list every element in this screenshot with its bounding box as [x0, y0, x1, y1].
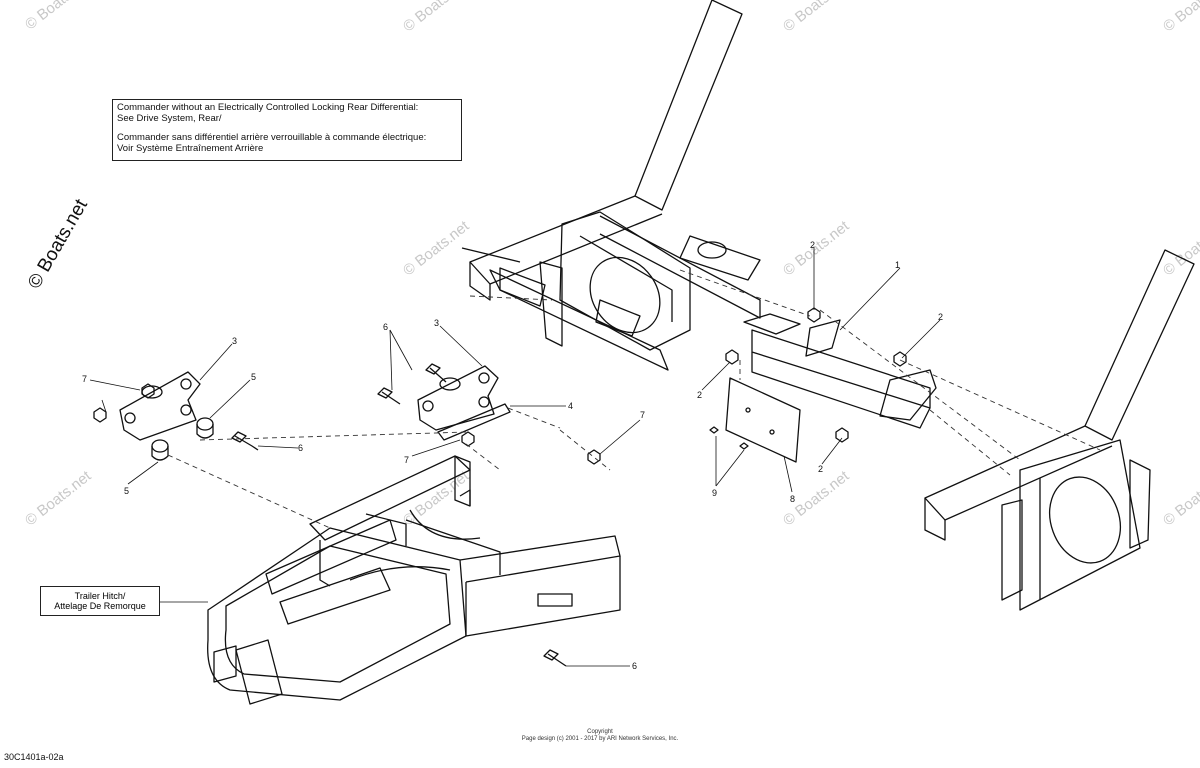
callout-9: 9: [712, 488, 718, 498]
spacer: [196, 417, 214, 439]
callout-6: 6: [632, 661, 638, 671]
cross-member: [743, 313, 937, 429]
callout-7: 7: [82, 374, 88, 384]
nut: [893, 351, 907, 367]
nut: [93, 407, 107, 423]
callout-6: 6: [298, 443, 304, 453]
callout-7: 7: [404, 455, 410, 465]
note-line: Commander without an Electrically Contro…: [117, 102, 419, 113]
diagram-reference-code: 30C1401a-02a: [4, 752, 64, 762]
bolt: [543, 649, 567, 667]
note-line: Commander sans différentiel arrière verr…: [117, 132, 427, 143]
bolt: [377, 387, 401, 405]
hitch-label-line: Attelage De Remorque: [54, 601, 146, 611]
nut: [587, 449, 601, 465]
spacer: [151, 439, 169, 461]
nut: [807, 307, 821, 323]
callout-2: 2: [697, 390, 703, 400]
bolt: [739, 442, 749, 450]
callout-3: 3: [232, 336, 238, 346]
strap: [437, 403, 511, 441]
trailer-hitch-frame: [207, 455, 621, 705]
callout-1: 1: [895, 260, 901, 270]
bolt: [425, 363, 447, 383]
bolt: [709, 426, 719, 434]
callout-2: 2: [818, 464, 824, 474]
copyright-footer: Copyright Page design (c) 2001 - 2017 by…: [430, 729, 770, 743]
rear-frame-right: [924, 249, 1195, 611]
callout-6: 6: [383, 322, 389, 332]
nut: [461, 431, 475, 447]
nut: [141, 383, 155, 399]
footer-line: Copyright: [587, 729, 613, 735]
hitch-label-line: Trailer Hitch/: [74, 591, 126, 601]
trailer-hitch-label: Trailer Hitch/ Attelage De Remorque: [40, 586, 160, 616]
callout-5: 5: [251, 372, 257, 382]
nut: [835, 427, 849, 443]
callout-2: 2: [810, 240, 816, 250]
bolt: [231, 431, 259, 451]
callout-7: 7: [640, 410, 646, 420]
callout-3: 3: [434, 318, 440, 328]
callout-4: 4: [568, 401, 574, 411]
callout-2: 2: [938, 312, 944, 322]
note-line: Voir Système Entraînement Arrière: [117, 143, 264, 154]
callout-5: 5: [124, 486, 130, 496]
note-box: Commander without an Electrically Contro…: [112, 99, 462, 161]
rear-frame-center: [461, 0, 761, 371]
right-bracket: [417, 365, 499, 431]
footer-line: Page design (c) 2001 - 2017 by ARI Netwo…: [521, 736, 679, 742]
note-line: See Drive System, Rear/: [117, 113, 222, 124]
mounting-plate: [725, 377, 801, 463]
callout-8: 8: [790, 494, 796, 504]
nut: [725, 349, 739, 365]
left-bracket: [119, 371, 201, 441]
